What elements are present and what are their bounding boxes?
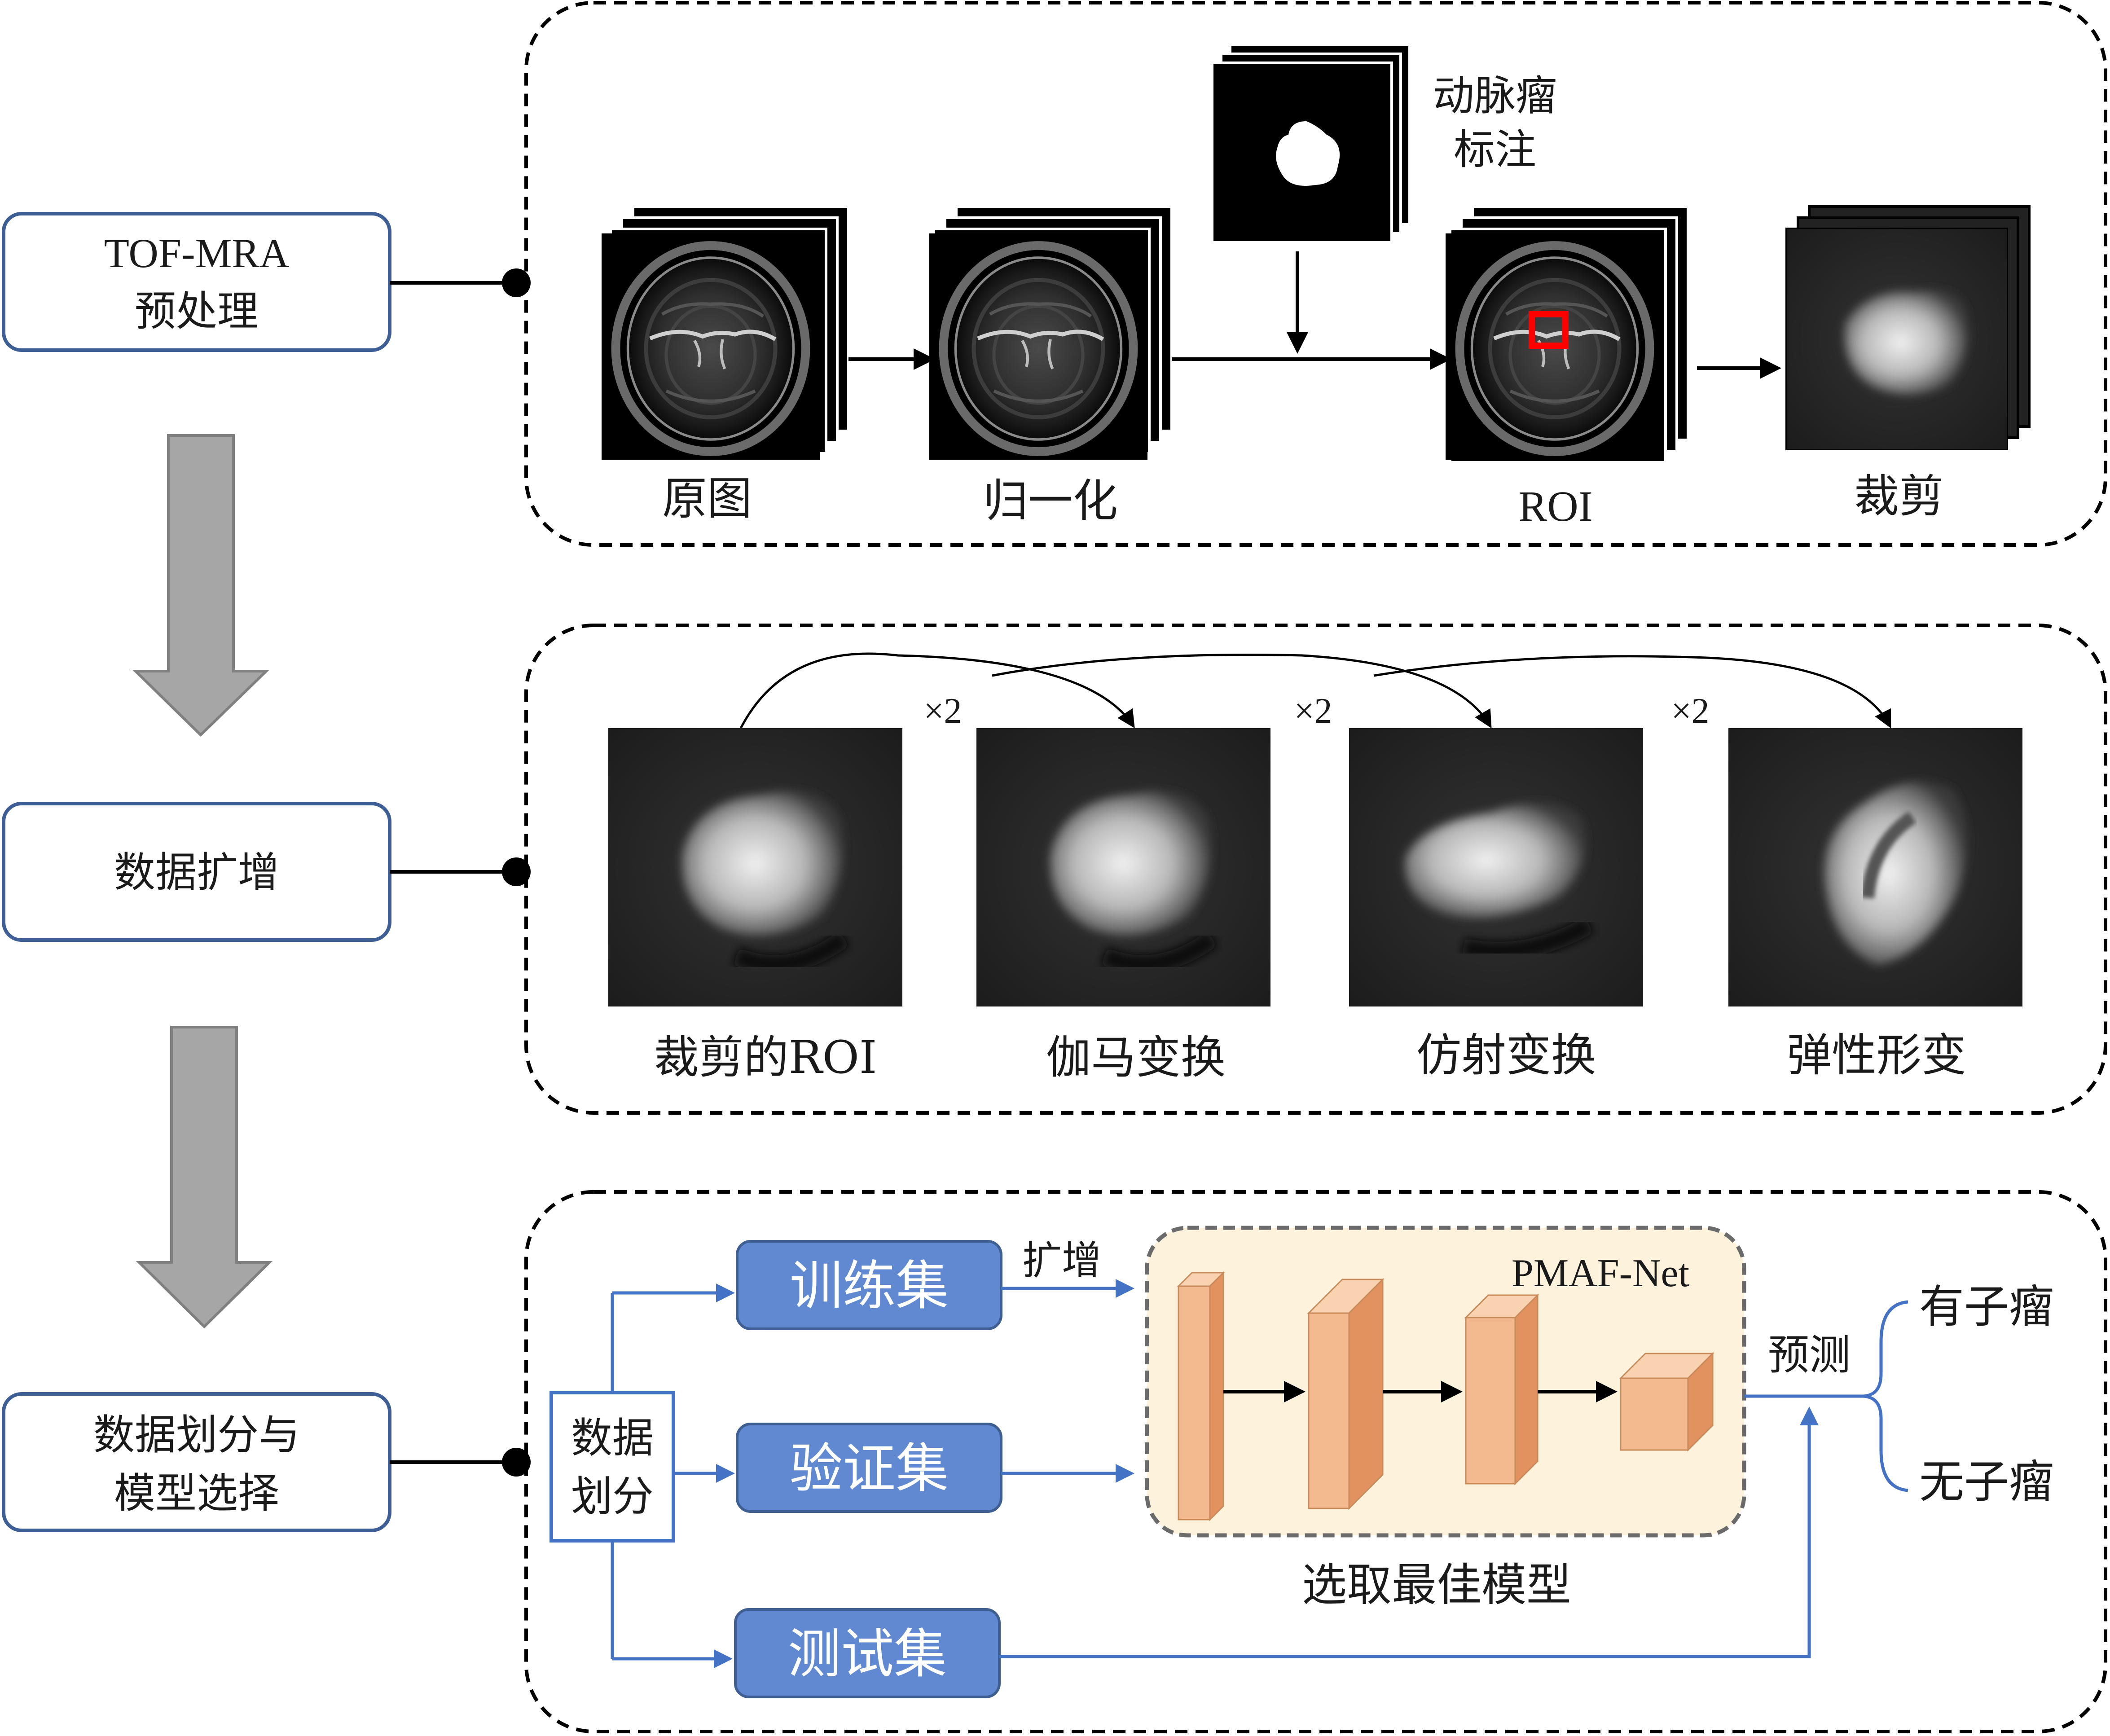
aug-image-elastic — [1728, 728, 2022, 1006]
aug-multiplier-2: ×2 — [1294, 691, 1332, 731]
test-set-button[interactable]: 测试集 — [734, 1608, 1001, 1698]
val-set-label: 验证集 — [790, 1437, 949, 1499]
layer-cube-2 — [1307, 1278, 1385, 1510]
image-stack-roi — [1446, 205, 1689, 462]
aug-image-gamma — [976, 728, 1270, 1006]
caption-cropped: 裁剪 — [1854, 470, 1944, 523]
panel-augment — [524, 624, 2107, 1115]
image-stack-cropped — [1785, 205, 2031, 450]
network-name: PMAF-Net — [1512, 1252, 1689, 1295]
augment-label: 扩增 — [1022, 1237, 1101, 1283]
caption-gamma: 伽马变换 — [1046, 1031, 1226, 1084]
aug-arc-3 — [1373, 655, 1891, 729]
train-set-label: 训练集 — [790, 1255, 949, 1317]
outcome-negative: 无子瘤 — [1919, 1455, 2054, 1508]
aug-multiplier-1: ×2 — [923, 691, 962, 731]
step-split-select-line2: 模型选择 — [114, 1469, 279, 1517]
step-preprocess-line2: 预处理 — [135, 287, 259, 335]
step-augment: 数据扩增 — [2, 802, 391, 942]
test-set-label: 测试集 — [788, 1623, 947, 1685]
aneurysm-mask-shape — [1276, 121, 1340, 186]
connector-split-dot — [502, 1448, 531, 1477]
caption-roi: ROI — [1518, 482, 1592, 530]
aug-multiplier-3: ×2 — [1671, 691, 1709, 731]
aug-arc-2 — [992, 653, 1492, 729]
annotation-mask-stack — [1211, 44, 1411, 244]
layer-cube-3 — [1464, 1293, 1539, 1485]
caption-affine: 仿射变换 — [1416, 1029, 1596, 1081]
step-split-select: 数据划分与 模型选择 — [2, 1392, 391, 1532]
outcome-brace — [1863, 1300, 1908, 1492]
caption-normalized: 归一化 — [983, 475, 1118, 527]
roi-box — [1529, 311, 1569, 349]
connector-preprocess-dot — [502, 268, 531, 297]
caption-original: 原图 — [662, 472, 752, 525]
step-preprocess-line1: TOF-MRA — [104, 230, 289, 276]
arrow-test-to-prediction — [999, 1406, 1819, 1658]
annotation-label-line2: 标注 — [1454, 126, 1536, 174]
split-box-line1: 数据 — [571, 1414, 654, 1462]
image-stack-normalized — [929, 205, 1173, 460]
predict-label: 预测 — [1768, 1331, 1851, 1379]
caption-cropped-roi: 裁剪的ROI — [654, 1031, 877, 1084]
split-box-line2: 划分 — [571, 1472, 654, 1521]
step-preprocess: TOF-MRA 预处理 — [2, 212, 391, 352]
flow-arrow-2 — [136, 1026, 273, 1329]
val-set-button[interactable]: 验证集 — [736, 1423, 1002, 1513]
outcome-positive: 有子瘤 — [1919, 1280, 2054, 1333]
step-split-select-line1: 数据划分与 — [93, 1411, 300, 1459]
layer-cube-4 — [1619, 1352, 1714, 1452]
aug-image-affine — [1349, 728, 1643, 1006]
train-set-button[interactable]: 训练集 — [736, 1240, 1002, 1330]
layer-cube-1 — [1177, 1271, 1225, 1521]
annotation-label-line1: 动脉瘤 — [1433, 72, 1557, 120]
connector-augment-dot — [502, 857, 531, 886]
image-stack-original — [602, 205, 850, 460]
select-caption: 选取最佳模型 — [1302, 1559, 1571, 1611]
flow-arrow-1 — [132, 434, 270, 737]
step-augment-label: 数据扩增 — [114, 848, 279, 897]
aug-arc-1 — [739, 652, 1135, 729]
caption-elastic: 弹性形变 — [1787, 1029, 1966, 1081]
aug-image-cropped-roi — [608, 728, 902, 1006]
